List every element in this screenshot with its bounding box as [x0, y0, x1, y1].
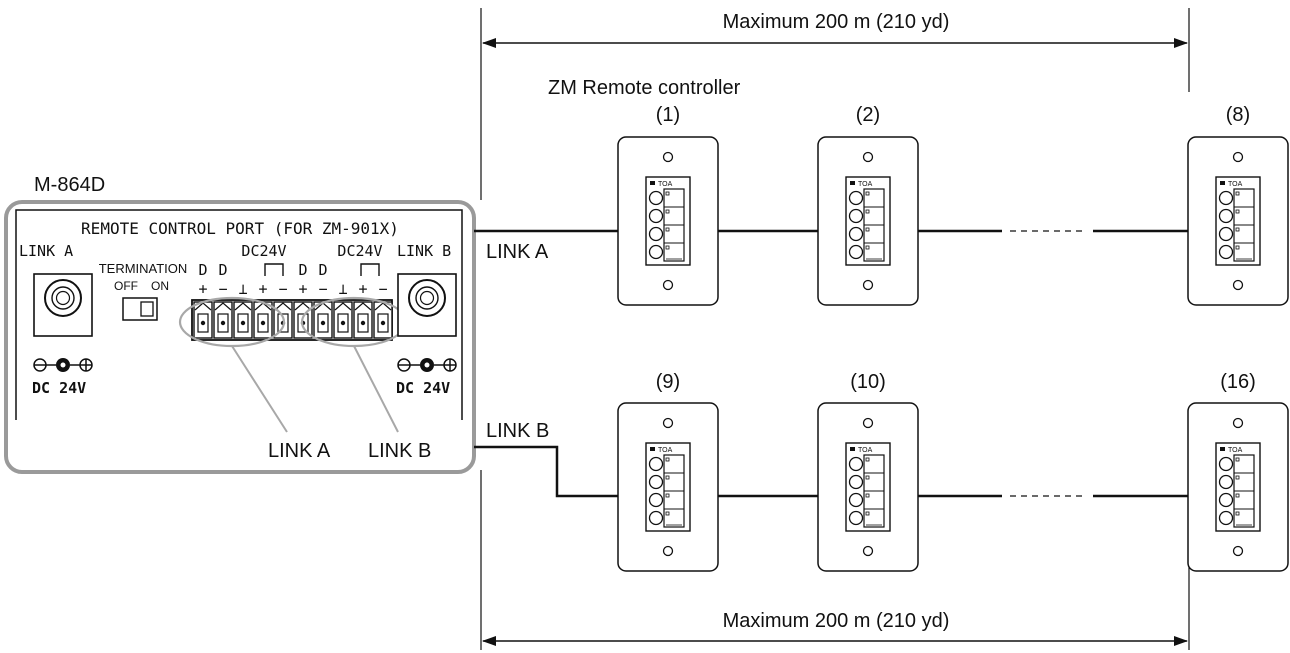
termination-label: TERMINATION [99, 261, 188, 276]
switch-off-label: OFF [114, 279, 138, 293]
pin-bottom-label: − [378, 280, 387, 298]
controller-number: (1) [656, 104, 680, 126]
controller-group-label: ZM Remote controller [548, 77, 741, 99]
pin-top-label: D [298, 261, 307, 279]
remote-controller-8: (8) [1187, 104, 1289, 306]
pin-bottom-label: − [218, 280, 227, 298]
pin-top-label: D [198, 261, 207, 279]
link-b-line [474, 445, 1188, 498]
link-b-line-label: LINK B [486, 420, 549, 442]
panel-title: REMOTE CONTROL PORT (FOR ZM-901X) [81, 219, 399, 238]
remote-controller-16: (16) [1187, 371, 1289, 572]
dc24v-left-label: DC24V [241, 242, 286, 260]
callout-link-a-label: LINK A [268, 440, 331, 462]
pin-bottom-label: ⊥ [238, 280, 247, 298]
pin-bottom-label: − [318, 280, 327, 298]
pin-bottom-label: + [298, 280, 307, 298]
controller-number: (16) [1220, 371, 1256, 393]
link-a-jack-label: LINK A [19, 242, 73, 260]
termination-switch [122, 297, 158, 321]
remote-controller-1: (1) [617, 104, 719, 306]
callout-link-b-label: LINK B [368, 440, 431, 462]
remote-controller-10: (10) [817, 371, 919, 572]
bottom-dimension: Maximum 200 m (210 yd) [480, 470, 1190, 650]
pin-bottom-label: + [258, 280, 267, 298]
controller-number: (10) [850, 371, 886, 393]
link-b-jack-label: LINK B [397, 242, 451, 260]
device-panel: REMOTE CONTROL PORT (FOR ZM-901X) LINK A… [4, 200, 476, 474]
pin-top-label: D [218, 261, 227, 279]
top-dimension-label: Maximum 200 m (210 yd) [723, 11, 950, 33]
dc-right-label: DC 24V [396, 379, 450, 397]
remote-controller-2: (2) [817, 104, 919, 306]
controller-number: (8) [1226, 104, 1250, 126]
link-b-jack [397, 273, 457, 337]
link-a-leader [231, 345, 288, 433]
dc24v-right-label: DC24V [337, 242, 382, 260]
dc-polarity-icon [33, 358, 93, 372]
pin-bottom-label: − [278, 280, 287, 298]
controller-number: (9) [656, 371, 680, 393]
pin-bottom-label: + [358, 280, 367, 298]
link-b-leader [353, 345, 399, 433]
top-dimension: Maximum 200 m (210 yd) [480, 8, 1190, 200]
controller-number: (2) [856, 104, 880, 126]
link-a-jack [33, 273, 93, 337]
dc-polarity-icon [397, 358, 457, 372]
link-a-line-label: LINK A [486, 241, 549, 263]
dc-left-label: DC 24V [32, 379, 86, 397]
terminal-block [191, 299, 393, 341]
pin-labels: D D D D + − ⊥ + − + − ⊥ + − [198, 261, 387, 298]
switch-on-label: ON [151, 279, 169, 293]
bottom-dimension-label: Maximum 200 m (210 yd) [723, 610, 950, 632]
remote-controller-9: (9) [617, 371, 719, 572]
device-model-label: M-864D [34, 174, 105, 196]
pin-bottom-label: + [198, 280, 207, 298]
pin-bottom-label: ⊥ [338, 280, 347, 298]
pin-top-label: D [318, 261, 327, 279]
